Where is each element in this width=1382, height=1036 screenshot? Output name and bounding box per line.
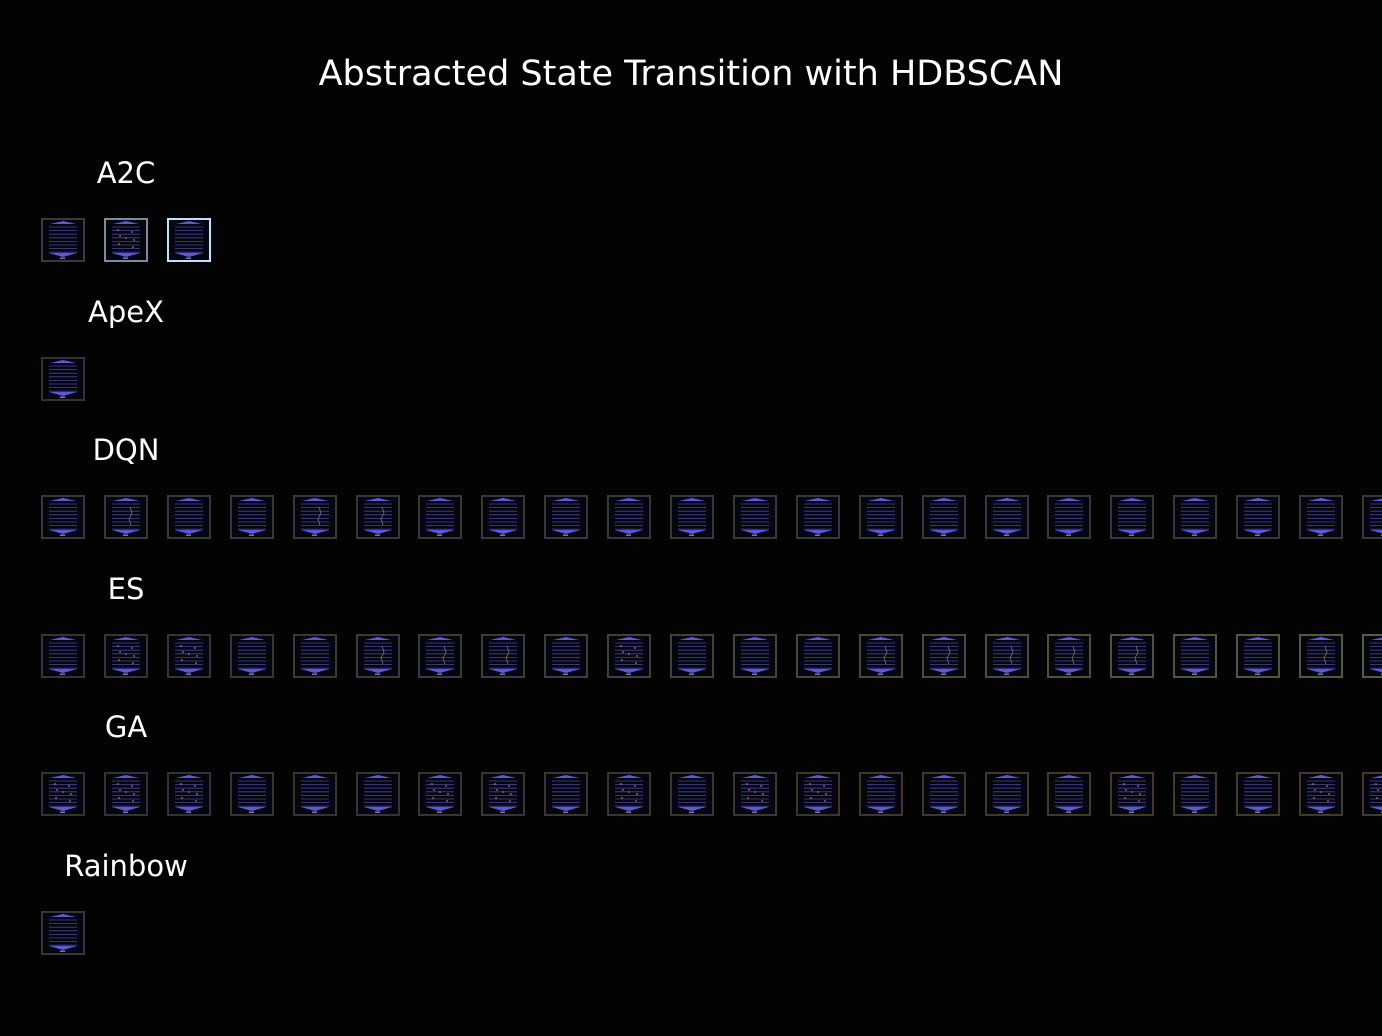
state-row-ga [41, 772, 1382, 818]
state-thumbnail[interactable] [858, 495, 903, 539]
state-row-es [41, 633, 1382, 680]
state-thumbnail[interactable] [292, 495, 337, 539]
state-thumbnail[interactable] [984, 495, 1029, 539]
state-thumbnail[interactable] [1047, 495, 1092, 539]
state-thumbnail[interactable] [41, 633, 85, 678]
group-label-apex: ApeX [88, 294, 164, 329]
state-thumbnail[interactable] [858, 633, 903, 678]
state-thumbnail[interactable] [1173, 633, 1218, 678]
state-thumbnail[interactable] [1110, 633, 1155, 678]
state-thumbnail[interactable] [229, 495, 274, 539]
state-thumbnail[interactable] [103, 218, 148, 262]
state-thumbnail[interactable] [921, 633, 966, 678]
state-thumbnail[interactable] [984, 633, 1029, 678]
state-thumbnail[interactable] [1110, 495, 1155, 539]
state-thumbnail[interactable] [103, 772, 148, 816]
group-label-a2c: A2C [96, 156, 156, 190]
state-thumbnail[interactable] [1047, 772, 1092, 816]
state-thumbnail[interactable] [732, 633, 777, 678]
state-thumbnail[interactable] [921, 495, 966, 539]
state-thumbnail[interactable] [1236, 772, 1281, 816]
state-thumbnail[interactable] [795, 772, 840, 816]
state-row-apex [41, 356, 1382, 403]
state-thumbnail[interactable] [1361, 633, 1382, 678]
state-thumbnail[interactable] [544, 772, 589, 816]
state-thumbnail[interactable] [1299, 633, 1343, 678]
state-thumbnail[interactable] [607, 772, 652, 816]
state-row-dqn [41, 495, 1382, 541]
group-label-rainbow: Rainbow [64, 848, 188, 883]
state-thumbnail[interactable] [670, 772, 714, 816]
state-thumbnail[interactable] [355, 495, 400, 539]
state-thumbnail[interactable] [1173, 495, 1218, 539]
state-thumbnail[interactable] [41, 356, 85, 401]
state-thumbnail[interactable] [41, 910, 85, 955]
state-thumbnail[interactable] [292, 633, 337, 678]
state-thumbnail[interactable] [544, 633, 589, 678]
state-thumbnail[interactable] [481, 633, 526, 678]
state-thumbnail[interactable] [732, 772, 777, 816]
state-thumbnail[interactable] [355, 633, 400, 678]
state-thumbnail[interactable] [103, 633, 148, 678]
state-thumbnail[interactable] [732, 495, 777, 539]
state-thumbnail[interactable] [544, 495, 589, 539]
state-thumbnail[interactable] [858, 772, 903, 816]
state-thumbnail[interactable] [607, 633, 652, 678]
state-thumbnail[interactable] [795, 633, 840, 678]
state-thumbnail[interactable] [481, 495, 526, 539]
state-thumbnail[interactable] [1047, 633, 1092, 678]
state-thumbnail[interactable] [166, 633, 211, 678]
state-thumbnail[interactable] [670, 633, 714, 678]
state-thumbnail[interactable] [166, 495, 211, 539]
group-label-ga: GA [104, 710, 148, 744]
state-thumbnail[interactable] [1173, 772, 1218, 816]
state-thumbnail[interactable] [1236, 495, 1281, 539]
state-thumbnail[interactable] [984, 772, 1029, 816]
state-thumbnail[interactable] [41, 772, 85, 816]
state-thumbnail[interactable] [1361, 772, 1382, 816]
state-thumbnail[interactable] [418, 495, 463, 539]
state-thumbnail[interactable] [166, 772, 211, 816]
state-thumbnail[interactable] [921, 772, 966, 816]
state-thumbnail[interactable] [166, 218, 211, 262]
state-thumbnail[interactable] [41, 218, 85, 262]
state-row-a2c [41, 218, 1382, 264]
state-thumbnail[interactable] [1110, 772, 1155, 816]
group-label-dqn: DQN [92, 433, 160, 467]
state-thumbnail[interactable] [1361, 495, 1382, 539]
state-row-rainbow [41, 910, 1382, 957]
state-thumbnail[interactable] [41, 495, 85, 539]
state-thumbnail[interactable] [1299, 495, 1343, 539]
state-thumbnail[interactable] [607, 495, 652, 539]
state-thumbnail[interactable] [292, 772, 337, 816]
state-thumbnail[interactable] [103, 495, 148, 539]
diagram-title: Abstracted State Transition with HDBSCAN [318, 54, 1064, 94]
state-thumbnail[interactable] [418, 772, 463, 816]
state-thumbnail[interactable] [670, 495, 714, 539]
state-thumbnail[interactable] [1236, 633, 1281, 678]
group-label-es: ES [107, 571, 145, 606]
state-thumbnail[interactable] [481, 772, 526, 816]
state-thumbnail[interactable] [229, 633, 274, 678]
state-thumbnail[interactable] [795, 495, 840, 539]
state-thumbnail[interactable] [355, 772, 400, 816]
state-thumbnail[interactable] [229, 772, 274, 816]
state-thumbnail[interactable] [418, 633, 463, 678]
state-thumbnail[interactable] [1299, 772, 1343, 816]
